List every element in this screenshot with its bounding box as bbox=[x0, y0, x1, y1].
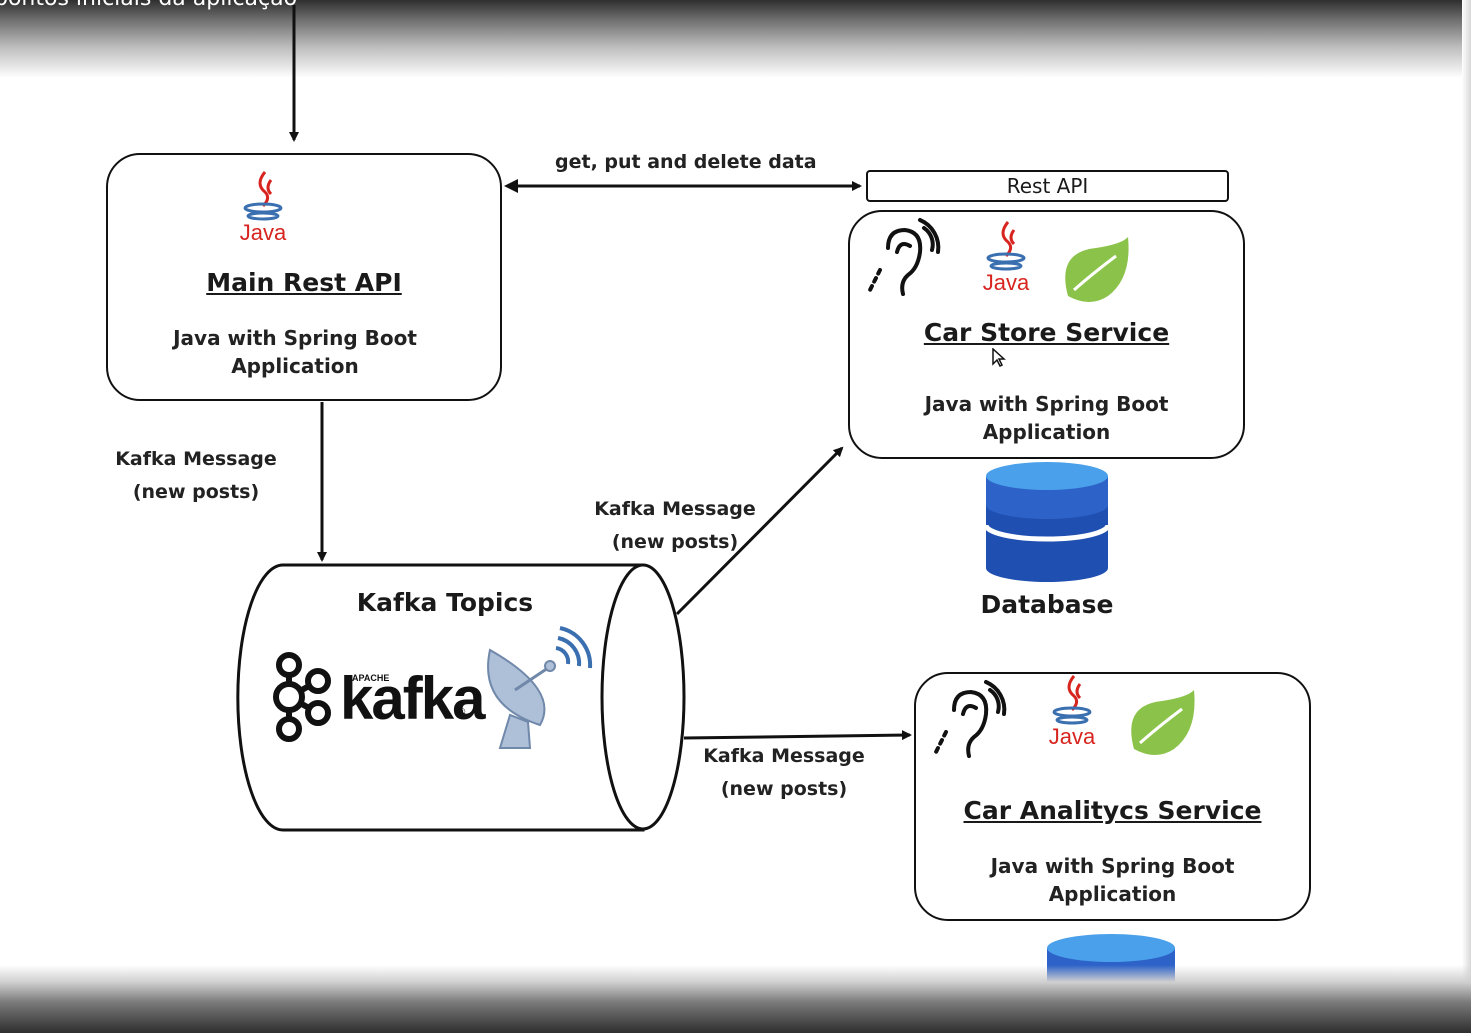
kafka-to-store-arrow bbox=[675, 446, 844, 616]
java-icon: Java bbox=[1042, 674, 1102, 754]
right-edge-shadow bbox=[1462, 0, 1471, 1033]
edge-label-main-to-kafka-line2: (new posts) bbox=[132, 481, 260, 503]
edge-label-main-to-store: get, put and delete data bbox=[555, 151, 817, 173]
main-rest-api-box bbox=[106, 153, 502, 401]
edge-label-kafka-to-store-line1: Kafka Message bbox=[594, 498, 756, 520]
listening-ear-icon bbox=[932, 680, 1007, 758]
database-label: Database bbox=[980, 590, 1114, 619]
database-icon bbox=[983, 462, 1111, 582]
rest-api-label: Rest API bbox=[866, 170, 1229, 202]
car-store-service-desc-line1: Java with Spring Boot bbox=[924, 392, 1169, 416]
car-analytics-service-title: Car Analitycs Service bbox=[963, 796, 1262, 825]
top-overlay-bar bbox=[0, 0, 1471, 78]
kafka-logo-registered-mark: ® bbox=[458, 707, 466, 718]
main-rest-api-title: Main Rest API bbox=[206, 268, 402, 297]
spring-leaf-icon bbox=[1131, 690, 1195, 755]
edge-label-kafka-to-analytics-line1: Kafka Message bbox=[703, 745, 865, 767]
main-to-store-arrowhead-left bbox=[504, 179, 518, 193]
car-analytics-service-desc-line1: Java with Spring Boot bbox=[990, 854, 1235, 878]
edge-label-kafka-to-store-line2: (new posts) bbox=[611, 531, 739, 553]
car-analytics-service-desc-line2: Application bbox=[1048, 882, 1177, 906]
edge-label-kafka-to-analytics-line2: (new posts) bbox=[720, 778, 848, 800]
java-icon: Java bbox=[233, 170, 293, 250]
kafka-logo-text: kafka bbox=[340, 665, 485, 732]
kafka-to-analytics-arrow bbox=[683, 730, 912, 741]
kafka-logo-apache-text: APACHE bbox=[352, 673, 390, 683]
kafka-logo-icon bbox=[273, 652, 331, 742]
main-rest-api-desc-line1: Java with Spring Boot bbox=[173, 326, 417, 350]
satellite-dish-icon bbox=[487, 626, 593, 749]
java-icon: Java bbox=[976, 220, 1036, 300]
kafka-topics-cylinder bbox=[236, 563, 686, 832]
spring-leaf-icon bbox=[1065, 237, 1129, 302]
java-label: Java bbox=[239, 220, 287, 245]
java-label: Java bbox=[1048, 724, 1096, 749]
kafka-topics-title: Kafka Topics bbox=[356, 588, 534, 617]
mouse-cursor-icon bbox=[992, 348, 1006, 368]
top-caption: pontos iniciais da aplicação bbox=[0, 0, 297, 11]
car-store-service-box bbox=[848, 210, 1245, 459]
java-label: Java bbox=[982, 270, 1030, 295]
bottom-overlay-bar bbox=[0, 965, 1471, 1033]
edge-label-main-to-kafka-line1: Kafka Message bbox=[115, 448, 277, 470]
main-rest-api-desc-line2: Application bbox=[231, 354, 359, 378]
listening-ear-icon bbox=[866, 218, 941, 296]
car-store-service-title: Car Store Service bbox=[923, 318, 1170, 347]
car-store-service-desc-line2: Application bbox=[982, 420, 1111, 444]
car-analytics-service-box bbox=[914, 672, 1311, 921]
